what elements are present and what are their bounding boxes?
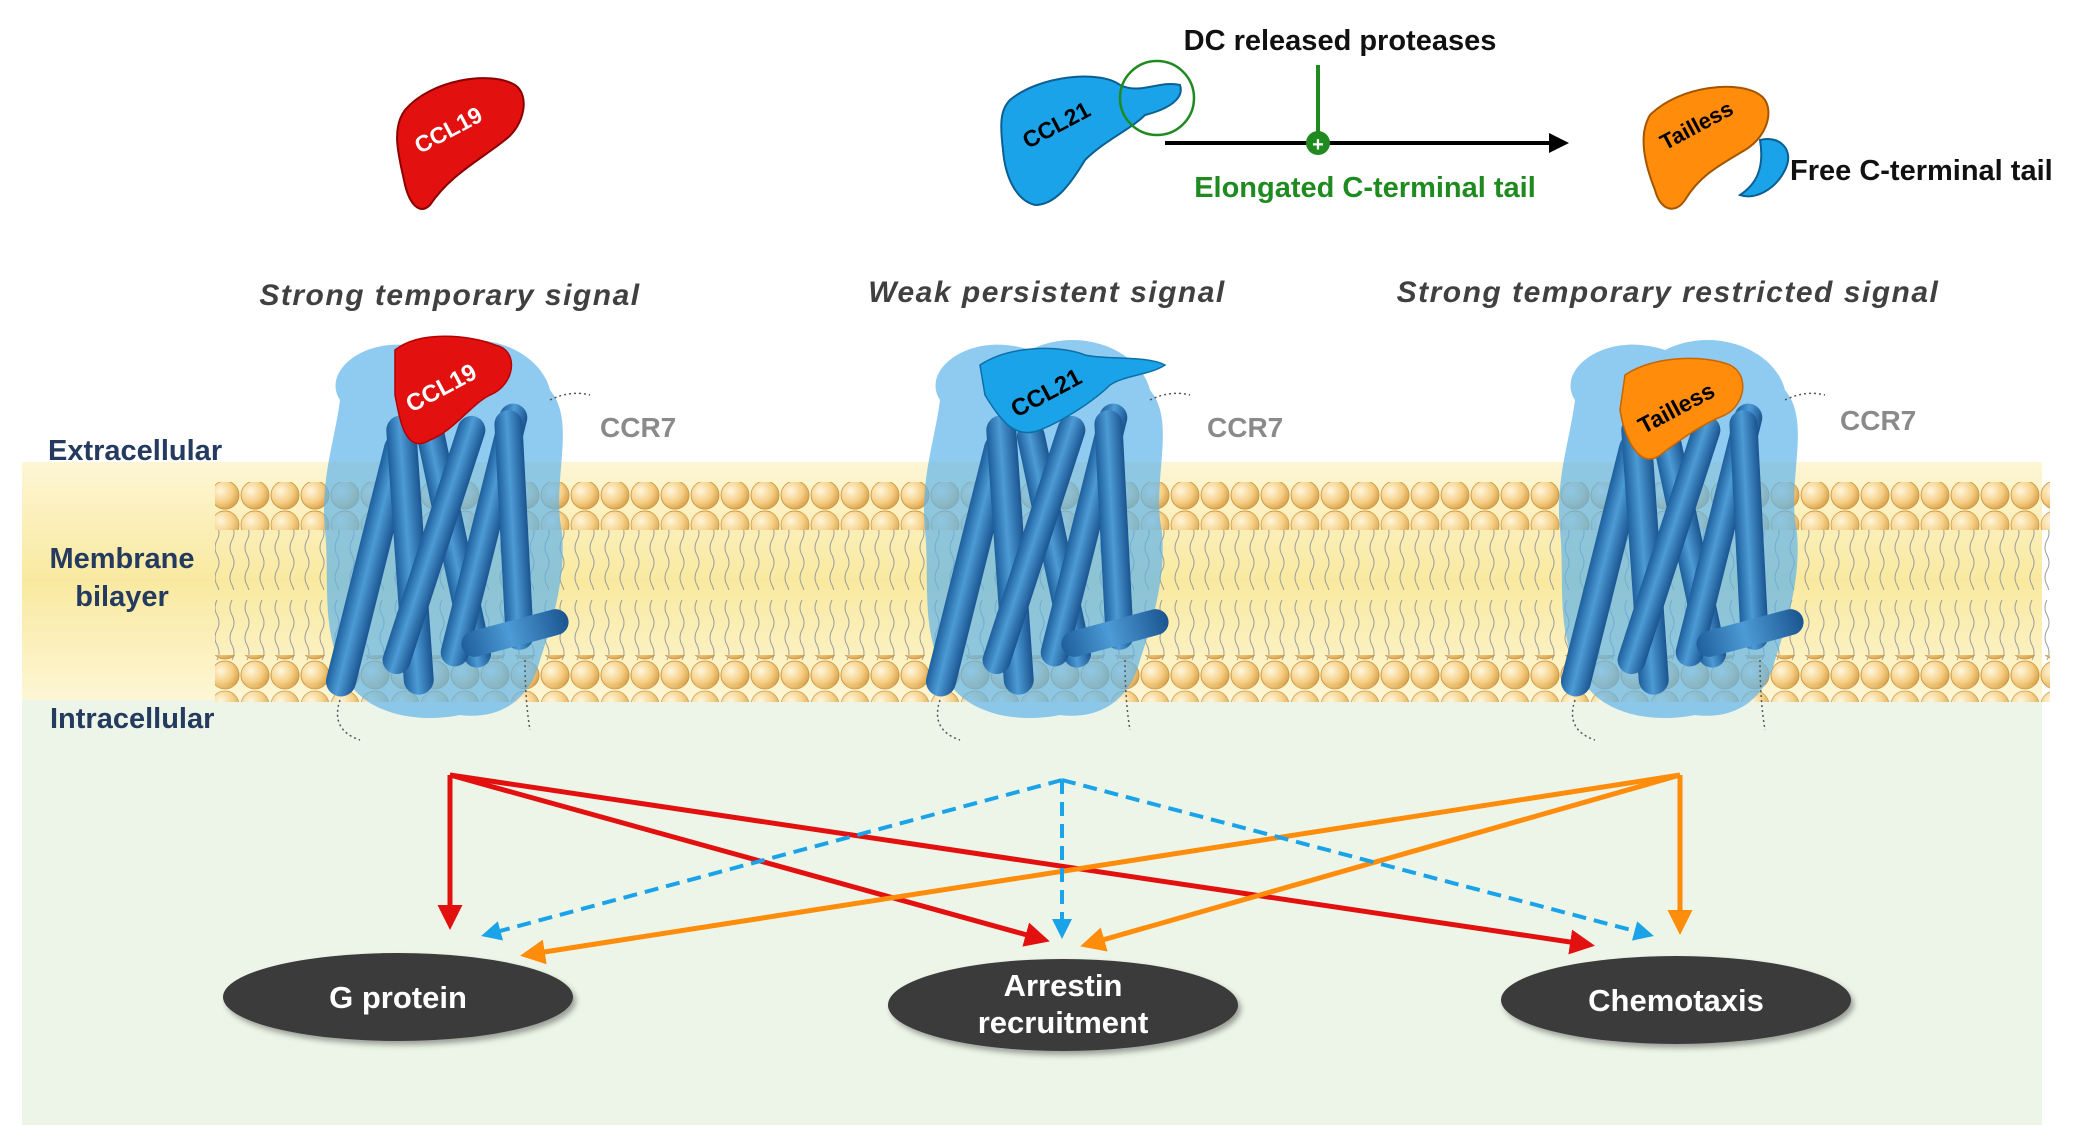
ccr7-label-1: CCR7 [600,412,676,443]
arrow-tailless-gprotein [520,772,1681,965]
arrow-ccl21-gprotein [481,778,1063,941]
receptor-ccr7-2: CCL21 CCR7 [922,339,1283,741]
ccl21-elongated-ligand: CCL21 [1000,59,1196,207]
outcome-g-protein: G protein [223,953,573,1041]
protease-plus-symbol: + [1312,134,1324,156]
intracellular-region [22,700,2042,1125]
outcome-g-protein-label: G protein [329,980,467,1015]
arrow-ccl21-chemotaxis [1061,778,1654,941]
signaling-arrows [437,772,1693,965]
ccl21-bound-ligand [979,347,1167,434]
outcome-chemotaxis: Chemotaxis [1501,956,1851,1044]
extracellular-label: Extracellular [48,435,222,467]
receptor-ccr7-1: CCL19 CCR7 [322,335,676,741]
membrane-bilayer-label-line1: Membrane [49,543,194,575]
free-tail-label: Free C-terminal tail [1790,155,2053,187]
free-tail-fragment [1737,138,1790,198]
ccl19-bound-ligand [394,335,512,445]
protease-plus-icon [1306,131,1330,155]
signal-label-1: Strong temporary signal [259,279,640,312]
ccr7-label-2: CCR7 [1207,412,1283,443]
ccl19-free-ligand: CCL19 [396,77,525,210]
signal-label-2: Weak persistent signal [868,276,1226,309]
outcome-arrestin-recruitment: Arrestin recruitment [888,959,1238,1051]
intracellular-label: Intracellular [50,703,214,735]
arrow-tailless-arrestin [1080,772,1681,952]
c-terminal-tail-highlight [1118,59,1196,137]
tailless-free-ligand: Tailless [1642,85,1770,210]
outcome-arrestin-label-line1: Arrestin [1004,968,1123,1003]
arrow-ccl19-chemotaxis [449,772,1595,955]
elongated-tail-label: Elongated C-terminal tail [1194,172,1536,204]
proteases-label: DC released proteases [1184,25,1497,57]
tailless-bound-ligand [1619,357,1744,460]
outcome-arrestin-label-line2: recruitment [978,1005,1149,1040]
signal-label-3: Strong temporary restricted signal [1397,276,1940,309]
membrane-bilayer-label-line2: bilayer [75,581,169,613]
outcome-chemotaxis-label: Chemotaxis [1588,983,1764,1018]
arrow-ccl19-arrestin [449,772,1050,947]
ccr7-label-3: CCR7 [1840,405,1916,436]
receptor-ccr7-3: Tailless CCR7 [1557,339,1916,741]
